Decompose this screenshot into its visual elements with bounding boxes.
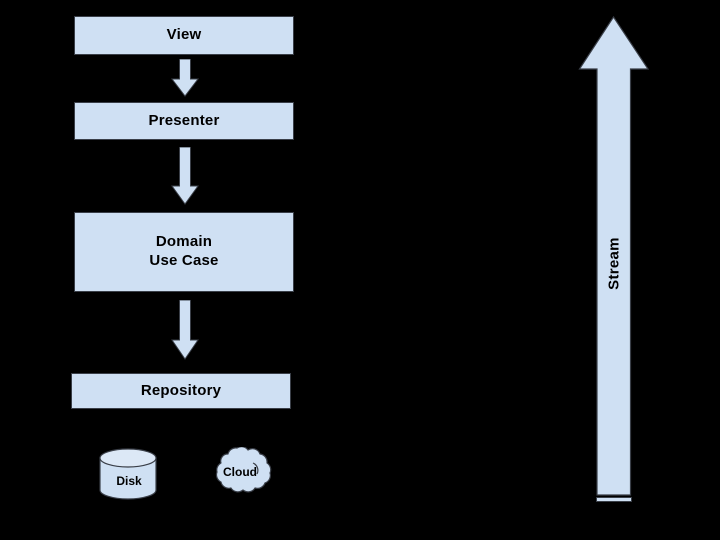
stream-base-bar — [596, 497, 632, 502]
connector-domain-to-repository — [171, 300, 199, 360]
stream-arrow[interactable] — [578, 16, 650, 496]
node-view-label: View — [166, 26, 202, 44]
stream-label: Stream — [605, 237, 623, 290]
node-domain-label-line1: Domain — [155, 233, 213, 251]
node-domain-label-line2: Use Case — [149, 252, 219, 269]
disk-label: Disk — [116, 474, 142, 488]
node-repository-label: Repository — [140, 381, 222, 399]
connector-presenter-to-domain — [171, 147, 199, 205]
cloud-label: Cloud — [223, 465, 257, 479]
disk-icon[interactable] — [96, 448, 162, 502]
node-repository[interactable]: Repository — [71, 373, 291, 409]
node-domain-use-case[interactable]: Domain Use Case — [74, 212, 294, 292]
connector-view-to-presenter — [170, 59, 200, 97]
node-view[interactable]: View — [74, 16, 294, 55]
node-presenter[interactable]: Presenter — [74, 102, 294, 140]
node-presenter-label: Presenter — [148, 111, 220, 129]
cloud-icon[interactable] — [205, 447, 275, 499]
